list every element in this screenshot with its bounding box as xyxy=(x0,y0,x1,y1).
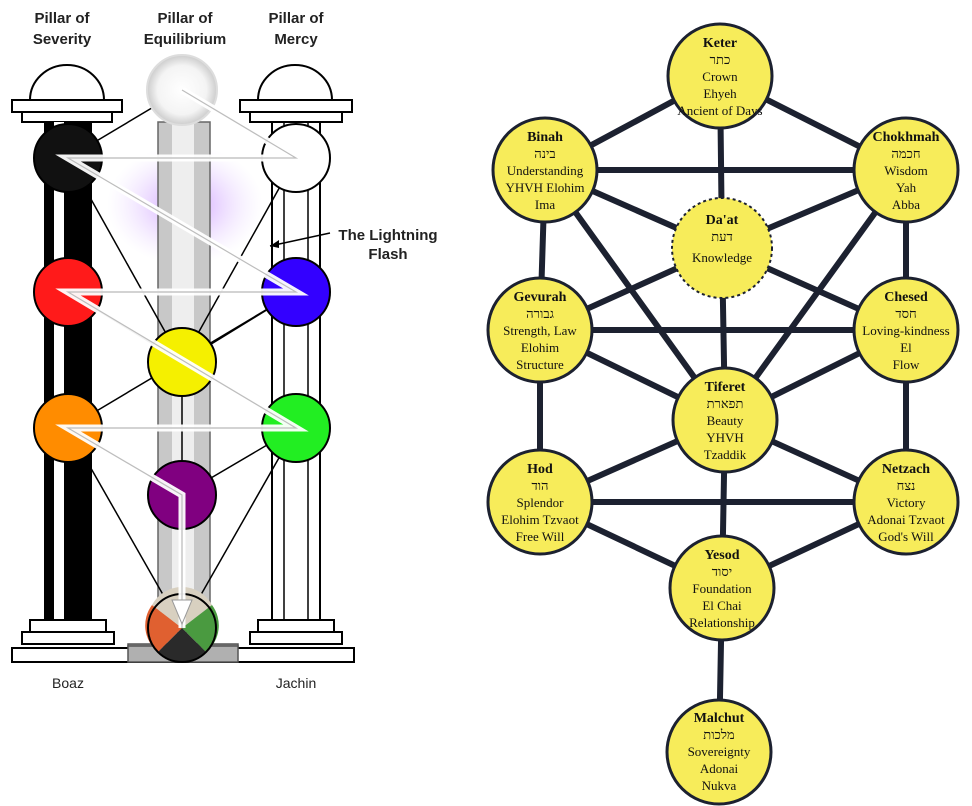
tiferet-line-2: YHVH xyxy=(706,430,744,445)
boaz-label: Boaz xyxy=(52,675,84,691)
binah-name: Binah xyxy=(527,130,563,145)
node-binah: Binah בינה Understanding YHVH Elohim Ima xyxy=(491,116,599,224)
severity-dome xyxy=(28,64,106,101)
chesed-name: Chesed xyxy=(884,290,928,305)
mercy-dome xyxy=(256,64,334,101)
pillar-mercy-heading-2: Mercy xyxy=(274,31,318,48)
severity-pillar xyxy=(44,122,92,632)
mercy-capital xyxy=(239,99,353,113)
pillar-mercy-heading-1: Pillar of xyxy=(268,10,324,27)
keter-line-2: Ehyeh xyxy=(703,86,737,101)
lightning-arrowhead xyxy=(171,599,193,626)
jachin-label: Jachin xyxy=(276,675,316,691)
chokhmah-line-3: Abba xyxy=(892,197,920,212)
node-daat: Da'at דעת Knowledge xyxy=(671,197,773,299)
hod-line-1: Splendor xyxy=(517,495,565,510)
node-yesod: Yesod יסוד Foundation El Chai Relationsh… xyxy=(668,534,776,642)
mercy-pillar xyxy=(271,121,321,633)
binah-line-1: Understanding xyxy=(507,163,584,178)
yesod-line-1: Foundation xyxy=(692,581,752,596)
malchut-line-3: Nukva xyxy=(702,778,737,793)
binah-line-2: YHVH Elohim xyxy=(505,180,584,195)
node-gevurah: Gevurah גבורה Strength, Law Elohim Struc… xyxy=(486,276,594,384)
daat-name: Da'at xyxy=(706,213,739,228)
binah-hebrew: בינה xyxy=(534,146,555,161)
daat-line-1: Knowledge xyxy=(692,250,752,265)
hod-line-3: Free Will xyxy=(516,529,565,544)
malchut-line-2: Adonai xyxy=(700,761,739,776)
node-keter: Keter כתר Crown Ehyeh Ancient of Days xyxy=(666,22,774,130)
gevurah-line-2: Elohim xyxy=(521,340,559,355)
keter-line-1: Crown xyxy=(702,69,738,84)
chokhmah-hebrew: חכמה xyxy=(891,146,920,161)
mercy-base xyxy=(257,619,335,633)
chesed-line-3: Flow xyxy=(893,357,920,372)
binah-line-3: Ima xyxy=(535,197,555,212)
severity-base xyxy=(29,619,107,633)
lightning-flash-label-2: Flash xyxy=(368,246,407,263)
pillar-severity-heading-1: Pillar of xyxy=(34,10,90,27)
tiferet-hebrew: תפארת xyxy=(707,396,744,411)
yesod-line-2: El Chai xyxy=(702,598,742,613)
sphere-malchut xyxy=(145,587,219,663)
node-hod: Hod הוד Splendor Elohim Tzvaot Free Will xyxy=(486,448,594,556)
sephirot-network: Keter כתר Crown Ehyeh Ancient of Days Bi… xyxy=(486,22,960,806)
severity-capital xyxy=(11,99,123,113)
keter-line-3: Ancient of Days xyxy=(677,103,762,118)
netzach-line-2: Adonai Tzvaot xyxy=(867,512,945,527)
gevurah-hebrew: גבורה xyxy=(526,306,554,321)
malchut-line-1: Sovereignty xyxy=(688,744,751,759)
chesed-line-1: Loving-kindness xyxy=(862,323,949,338)
netzach-hebrew: נצח xyxy=(897,478,916,493)
tiferet-line-3: Tzaddik xyxy=(704,447,747,462)
chokhmah-name: Chokhmah xyxy=(873,130,940,145)
keter-hebrew: כתר xyxy=(710,52,731,67)
chesed-line-2: El xyxy=(900,340,912,355)
keter-name: Keter xyxy=(703,36,737,51)
hod-name: Hod xyxy=(527,462,553,477)
hod-line-2: Elohim Tzvaot xyxy=(501,512,579,527)
node-tiferet: Tiferet תפארת Beauty YHVH Tzaddik xyxy=(671,366,779,474)
node-chokhmah: Chokhmah חכמה Wisdom Yah Abba xyxy=(852,116,960,224)
pillars-diagram: Pillar of Severity Pillar of Equilibrium… xyxy=(11,10,438,691)
hod-hebrew: הוד xyxy=(531,478,548,493)
malchut-name: Malchut xyxy=(694,711,745,726)
daat-hebrew: דעת xyxy=(711,229,733,244)
chokhmah-line-2: Yah xyxy=(896,180,917,195)
yesod-hebrew: יסוד xyxy=(712,564,732,579)
yesod-line-3: Relationship xyxy=(689,615,755,630)
chesed-hebrew: חסד xyxy=(895,306,916,321)
netzach-line-3: God's Will xyxy=(878,529,934,544)
lightning-flash-label-1: The Lightning xyxy=(338,227,437,244)
tiferet-line-1: Beauty xyxy=(707,413,744,428)
node-netzach: Netzach נצח Victory Adonai Tzvaot God's … xyxy=(852,448,960,556)
chokhmah-line-1: Wisdom xyxy=(884,163,928,178)
yesod-name: Yesod xyxy=(704,548,739,563)
malchut-hebrew: מלכות xyxy=(703,727,735,742)
gevurah-name: Gevurah xyxy=(514,290,567,305)
netzach-name: Netzach xyxy=(882,462,930,477)
gevurah-line-1: Strength, Law xyxy=(503,323,577,338)
gevurah-line-3: Structure xyxy=(516,357,564,372)
netzach-line-1: Victory xyxy=(887,495,926,510)
node-malchut: Malchut מלכות Sovereignty Adonai Nukva xyxy=(665,698,773,806)
tiferet-name: Tiferet xyxy=(705,380,746,395)
pillar-severity-heading-2: Severity xyxy=(33,31,92,48)
node-chesed: Chesed חסד Loving-kindness El Flow xyxy=(852,276,960,384)
annotation-pointer xyxy=(269,232,331,247)
pillar-equilibrium-heading-1: Pillar of xyxy=(157,10,213,27)
pillar-equilibrium-heading-2: Equilibrium xyxy=(144,31,227,48)
